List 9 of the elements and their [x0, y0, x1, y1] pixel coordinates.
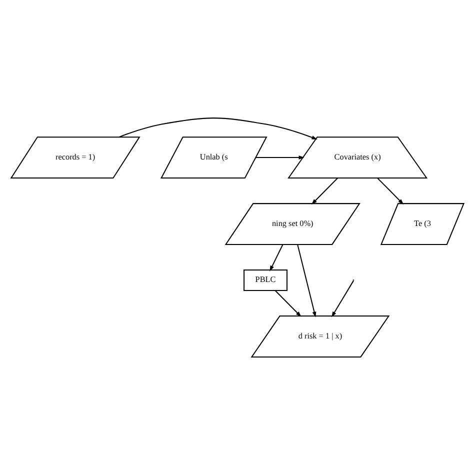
arrow: [118, 117, 317, 139]
arrow: [330, 280, 354, 317]
arrow: [255, 155, 304, 160]
arrow: [269, 244, 283, 271]
arrow: [376, 177, 404, 204]
node-box: PBLC: [243, 269, 287, 290]
arrow: [274, 290, 301, 316]
arrow: [296, 244, 316, 317]
arrow: [310, 177, 338, 204]
